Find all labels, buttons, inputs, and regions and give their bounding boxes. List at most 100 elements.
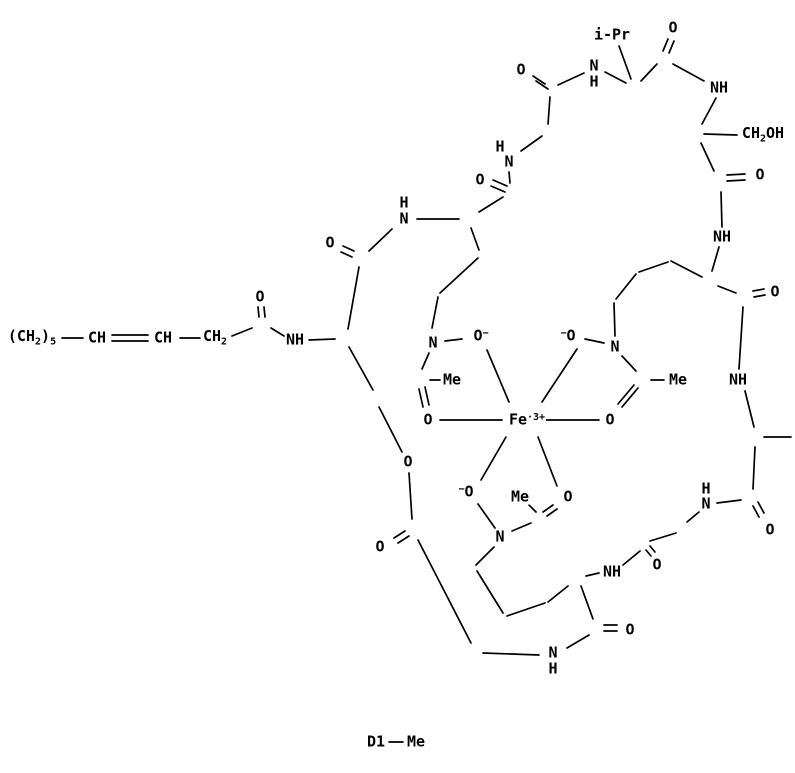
atom-text: H: [399, 193, 409, 212]
bond: [613, 302, 616, 337]
bond: [752, 505, 760, 518]
bond: [584, 338, 605, 344]
atom-amide-nh-right: NH: [727, 370, 749, 389]
atom-text: Me: [668, 370, 688, 389]
atom-acetyl-me-3: Me: [509, 489, 531, 505]
atom-text: N: [548, 643, 558, 662]
bond: [347, 266, 360, 330]
bond: [508, 171, 511, 184]
atom-acetyl-o-1: O: [422, 412, 434, 428]
bond: [532, 75, 546, 85]
atom-text: O: [652, 555, 662, 574]
bond: [490, 185, 506, 193]
bond: [486, 349, 510, 403]
atom-ch2oh-group: CH2OH: [740, 123, 786, 145]
bond: [480, 436, 507, 481]
atom-amide-h-valine: H: [588, 72, 600, 91]
bond: [649, 545, 656, 553]
bond: [476, 570, 504, 614]
bond: [622, 550, 641, 566]
bond: [477, 503, 496, 529]
atom-text: H: [589, 72, 599, 91]
atom-annotation-d1: D1: [365, 734, 387, 750]
bond: [535, 80, 549, 90]
atom-amide-n-right-lower: N: [700, 494, 712, 513]
atom-i-pr-group: i-Pr: [592, 25, 632, 44]
bond: [231, 327, 253, 337]
bond: [342, 245, 355, 252]
bond: [621, 387, 639, 408]
bond: [417, 539, 472, 644]
atom-text: O: [475, 170, 485, 189]
atom-text: O: [375, 537, 385, 556]
bond: [649, 532, 677, 542]
atom-text: N: [589, 56, 599, 75]
atom-text: ·3+: [527, 412, 546, 423]
atom-text: ): [41, 326, 51, 345]
bond: [444, 338, 463, 342]
atom-amide-h-ornithine1: H: [398, 193, 410, 212]
atom-text: O: [516, 60, 526, 79]
atom-amide-nh-serine2: NH: [708, 80, 730, 96]
bond: [617, 384, 635, 405]
atom-amide-nh-ornithine2: NH: [711, 229, 733, 245]
atom-text: O: [464, 482, 474, 501]
bond: [645, 549, 652, 557]
atom-hydroxamate-o-minus-3: −O: [457, 482, 475, 501]
atom-text: 5: [50, 336, 57, 348]
atom-text: CH: [741, 123, 760, 142]
atom-carbonyl-o-ornithine1: O: [474, 170, 486, 189]
atom-carbonyl-o-valine: O: [667, 18, 679, 37]
bond: [757, 501, 765, 514]
bond: [670, 260, 703, 278]
atom-text: O: [765, 520, 775, 539]
atom-carbonyl-o-serine2: O: [754, 165, 766, 184]
bond: [439, 257, 479, 294]
bond: [506, 602, 546, 617]
bond: [672, 63, 705, 82]
bond: [542, 504, 554, 513]
bond: [700, 142, 715, 172]
bond: [378, 406, 403, 453]
bond: [541, 348, 578, 403]
bond: [431, 296, 439, 329]
atom-hydroxamate-o-minus-1: O−: [472, 328, 490, 344]
bond: [257, 306, 260, 318]
atom-text: O: [755, 165, 765, 184]
bond: [720, 191, 723, 228]
atom-text: N: [701, 494, 711, 513]
bond: [408, 472, 413, 520]
bond: [638, 261, 669, 273]
atom-text: 2: [35, 336, 42, 348]
atom-text: NH: [728, 370, 748, 389]
bond: [640, 63, 658, 82]
atom-hydroxamate-n-1: N: [427, 335, 439, 351]
bond: [585, 572, 600, 577]
bond: [753, 294, 766, 298]
atom-text: CH: [202, 326, 222, 345]
atom-ch2-5-chain: (CH2)5: [6, 326, 58, 348]
atom-amide-h-glycine1: H: [494, 137, 506, 156]
atom-text: Fe: [508, 410, 527, 429]
atom-text: −: [560, 328, 567, 339]
atom-acetyl-me-1: Me: [441, 372, 463, 388]
atom-text: NH: [285, 330, 305, 349]
atom-ch-vinyl-a: CH: [86, 330, 108, 346]
bond: [547, 96, 551, 125]
bond: [308, 338, 336, 341]
bond: [701, 97, 717, 125]
atom-text: O: [668, 18, 678, 37]
atom-text: O: [403, 452, 413, 471]
atom-text: 2: [221, 336, 228, 348]
atom-text: i-Pr: [593, 25, 631, 44]
atom-text: H: [495, 137, 505, 156]
bond: [662, 38, 669, 52]
atom-text: (CH: [7, 326, 35, 345]
bond: [752, 446, 756, 490]
bond: [421, 352, 430, 370]
bond: [716, 499, 742, 504]
bond: [668, 40, 675, 54]
atom-amide-nh-ornithine3: NH: [601, 564, 623, 580]
atom-carbonyl-o-glycine3: O: [651, 555, 663, 574]
